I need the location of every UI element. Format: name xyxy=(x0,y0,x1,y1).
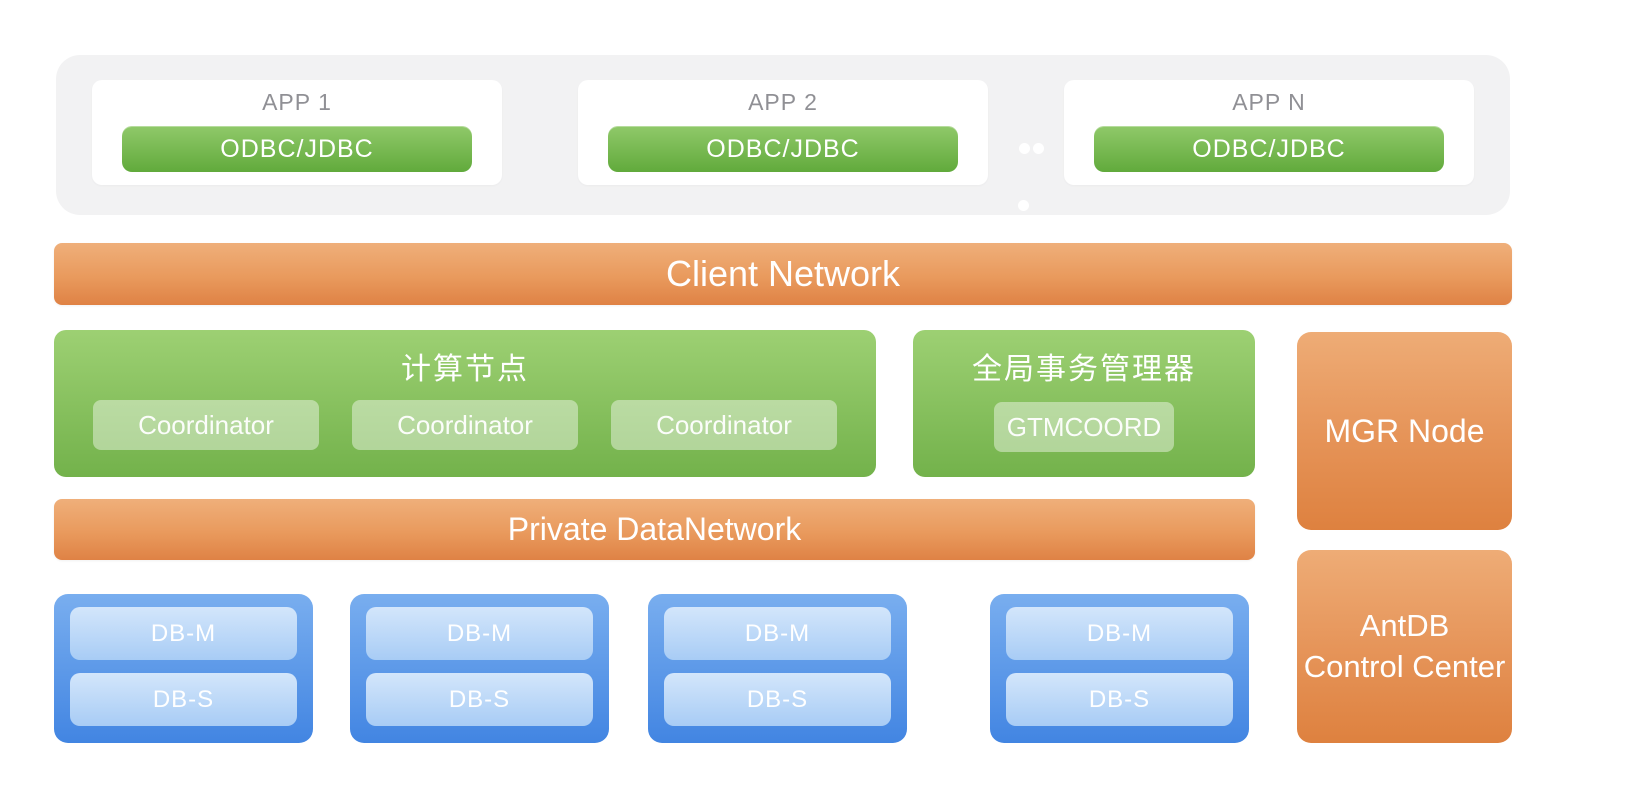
private-data-network-label: Private DataNetwork xyxy=(507,511,802,547)
ellipsis-dot-icon xyxy=(1019,143,1030,154)
antdb-control-center-box: AntDB Control Center xyxy=(1297,550,1512,743)
db-group-2: DB-M DB-S xyxy=(350,594,609,743)
compute-node-panel: 计算节点 Coordinator Coordinator Coordinator xyxy=(54,330,876,477)
app-card-1: APP 1 ODBC/JDBC xyxy=(92,80,502,185)
ellipsis-dot-icon xyxy=(1033,143,1044,154)
app-card-n-label: APP N xyxy=(1232,89,1306,115)
app-layer-panel: APP 1 ODBC/JDBC APP 2 ODBC/JDBC APP N OD… xyxy=(56,55,1510,215)
odbc-jdbc-badge-1: ODBC/JDBC xyxy=(122,126,472,172)
app-card-n: APP N ODBC/JDBC xyxy=(1064,80,1474,185)
antdb-control-center-line1: AntDB xyxy=(1359,608,1450,644)
app-card-1-label: APP 1 xyxy=(262,89,332,115)
db-standby-chip: DB-S xyxy=(1006,673,1233,726)
client-network-bar: Client Network xyxy=(54,243,1512,305)
mgr-node-label: MGR Node xyxy=(1324,412,1485,449)
app-card-2: APP 2 ODBC/JDBC xyxy=(578,80,988,185)
db-master-chip: DB-M xyxy=(70,607,297,660)
db-standby-chip: DB-S xyxy=(70,673,297,726)
db-standby-chip: DB-S xyxy=(366,673,593,726)
antdb-control-center-label: AntDB Control Center xyxy=(1304,606,1506,687)
db-group-4: DB-M DB-S xyxy=(990,594,1249,743)
app-card-2-label: APP 2 xyxy=(748,89,818,115)
coordinator-chip-3: Coordinator xyxy=(611,400,837,450)
compute-node-title: 计算节点 xyxy=(401,353,529,386)
db-group-3: DB-M DB-S xyxy=(648,594,907,743)
private-data-network-bar: Private DataNetwork xyxy=(54,499,1255,560)
gtm-panel: 全局事务管理器 GTMCOORD xyxy=(913,330,1255,477)
db-master-chip: DB-M xyxy=(366,607,593,660)
db-standby-chip: DB-S xyxy=(664,673,891,726)
ellipsis-dot-icon xyxy=(1018,200,1029,211)
client-network-label: Client Network xyxy=(665,253,901,294)
db-master-chip: DB-M xyxy=(1006,607,1233,660)
coordinator-chip-1: Coordinator xyxy=(93,400,319,450)
odbc-jdbc-badge-n: ODBC/JDBC xyxy=(1094,126,1444,172)
db-group-1: DB-M DB-S xyxy=(54,594,313,743)
antdb-control-center-line2: Control Center xyxy=(1303,648,1506,684)
gtmcoord-chip: GTMCOORD xyxy=(994,402,1174,452)
coordinator-chip-2: Coordinator xyxy=(352,400,578,450)
db-master-chip: DB-M xyxy=(664,607,891,660)
odbc-jdbc-badge-2: ODBC/JDBC xyxy=(608,126,958,172)
mgr-node-box: MGR Node xyxy=(1297,332,1512,530)
gtm-title: 全局事务管理器 xyxy=(972,353,1196,386)
